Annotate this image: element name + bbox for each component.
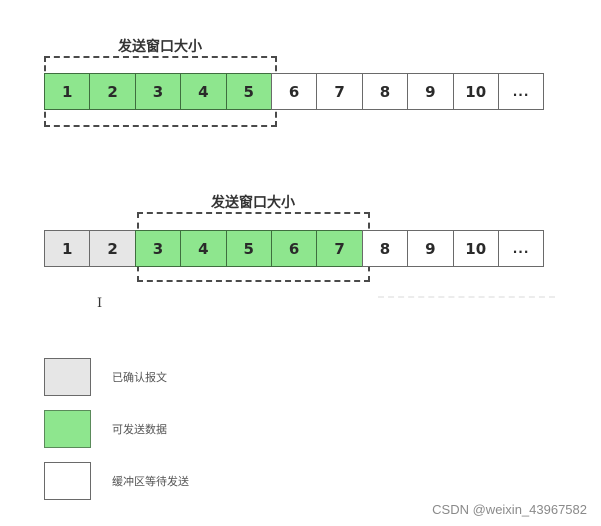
segment-cell: 9 [407,73,454,110]
sequence-row-1: 1 2 3 4 5 6 7 8 9 10 ... [44,73,545,110]
segment-cell: 5 [225,73,272,110]
segment-cell: 4 [180,230,227,267]
segment-cell: 6 [270,73,318,110]
ghost-dashed-line [378,296,555,298]
watermark: CSDN @weixin_43967582 [432,502,587,517]
segment-cell: 3 [134,73,182,110]
sequence-row-2: 1 2 3 4 5 6 7 8 9 10 ... [44,230,545,267]
text-cursor-icon: I [97,296,103,311]
segment-cell: 5 [225,230,272,267]
segment-cell: 1 [44,73,91,110]
legend-swatch-sendable [44,410,91,448]
segment-cell-ellipsis: ... [497,230,545,267]
segment-cell: 4 [180,73,227,110]
segment-cell: 2 [89,73,136,110]
legend-label: 可发送数据 [112,423,167,436]
segment-cell: 8 [361,73,409,110]
legend-label: 已确认报文 [112,371,167,384]
segment-cell: 6 [270,230,318,267]
segment-cell: 3 [134,230,182,267]
legend-item-buffered: 缓冲区等待发送 [44,462,189,500]
legend-swatch-buffered [44,462,91,500]
segment-cell-ellipsis: ... [497,73,545,110]
segment-cell: 10 [452,73,499,110]
segment-cell: 9 [407,230,454,267]
legend-label: 缓冲区等待发送 [112,475,189,488]
legend-item-sendable: 可发送数据 [44,410,167,448]
segment-cell: 7 [316,73,363,110]
legend-swatch-acked [44,358,91,396]
legend-item-acked: 已确认报文 [44,358,167,396]
segment-cell: 1 [44,230,91,267]
segment-cell: 10 [452,230,499,267]
window-title-2: 发送窗口大小 [211,195,295,211]
segment-cell: 7 [316,230,363,267]
window-title-1: 发送窗口大小 [118,39,202,55]
segment-cell: 2 [89,230,136,267]
segment-cell: 8 [361,230,409,267]
